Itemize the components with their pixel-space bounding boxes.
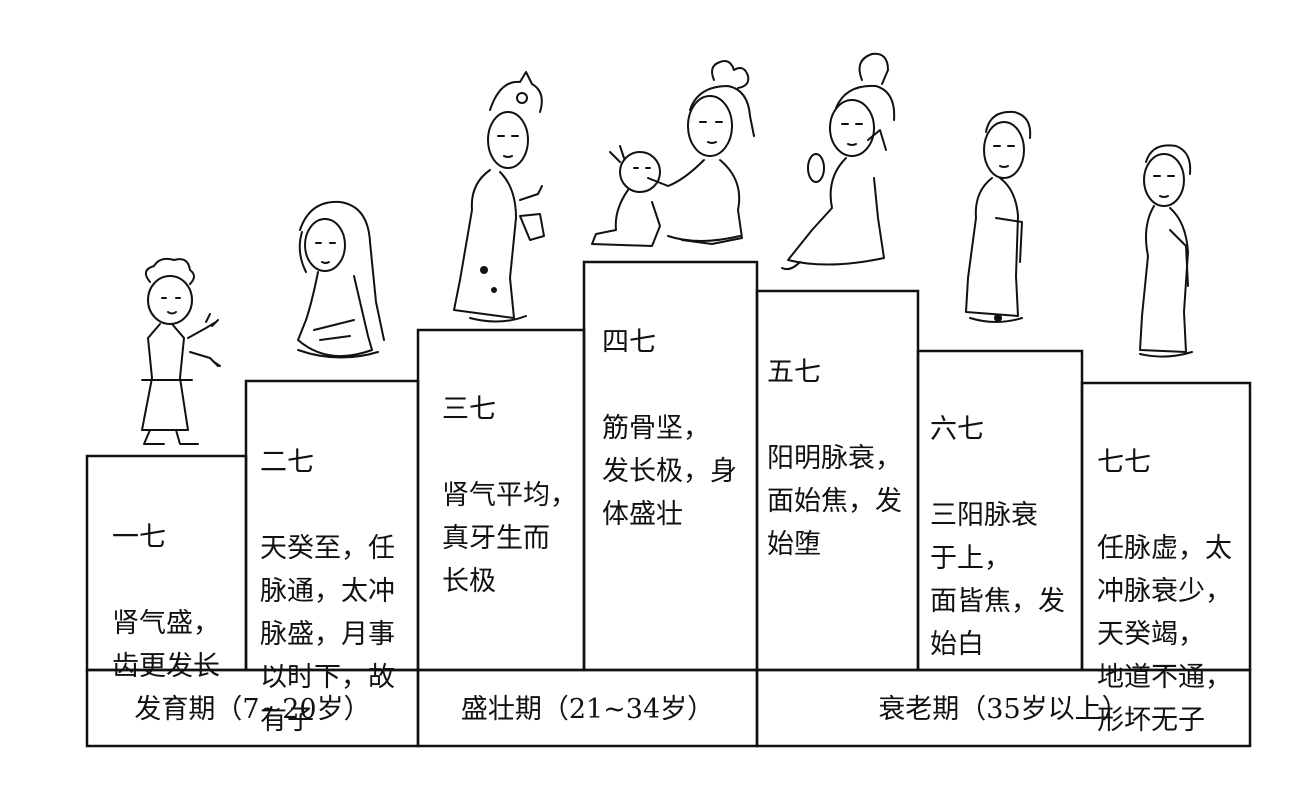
stage-7-description: 任脉虚，太 冲脉衰少， 天癸竭， 地道不通， 形坏无子 — [1097, 533, 1232, 736]
stage-3-title: 三七 — [442, 394, 496, 425]
stage-2-description: 天癸至，任 脉通，太冲 脉盛，月事 以时下，故 有子 — [260, 533, 395, 736]
staircase-diagram: 一七 肾气盛， 齿更发长 二七 天癸至，任 脉通，太冲 脉盛，月事 以时下，故 … — [85, 52, 1252, 748]
stage-1-description: 肾气盛， 齿更发长 — [112, 608, 220, 682]
period-2-label: 盛壮期（21~34岁） — [460, 694, 715, 725]
stage-7-text: 七七 任脉虚，太 冲脉衰少， 天癸竭， 地道不通， 形坏无子 — [1097, 398, 1249, 785]
stage-6-text: 六七 三阳脉衰 于上， 面皆焦，发 始白 — [930, 365, 1080, 709]
stage-4-text: 四七 筋骨坚， 发长极，身 体盛壮 — [602, 278, 756, 579]
period-1-label: 发育期（7~20岁） — [134, 694, 371, 725]
stage-5-description: 阳明脉衰， 面始焦，发 始堕 — [767, 443, 902, 560]
stage-6-description: 三阳脉衰 于上， 面皆焦，发 始白 — [930, 500, 1065, 660]
stage-6-title: 六七 — [930, 414, 984, 445]
child-figure-illustration — [141, 257, 221, 445]
stage-3-description: 肾气平均， 真牙生而 长极 — [442, 480, 577, 597]
standing-older-woman-illustration — [965, 110, 1032, 323]
stage-7-title: 七七 — [1097, 447, 1151, 478]
stage-1-title: 一七 — [112, 522, 166, 553]
stage-5-text: 五七 阳明脉衰， 面始焦，发 始堕 — [767, 308, 917, 609]
mother-and-child-illustration — [591, 60, 755, 247]
staircase-outline — [85, 52, 1252, 748]
standing-woman-illustration — [453, 71, 545, 323]
stage-2-title: 二七 — [260, 447, 314, 478]
stage-1-text: 一七 肾气盛， 齿更发长 — [112, 473, 242, 731]
period-3-label: 衰老期（35岁以上） — [878, 694, 1129, 725]
kneeling-woman-mirror-illustration — [781, 52, 896, 271]
stage-3-text: 三七 肾气平均， 真牙生而 长极 — [442, 345, 582, 646]
stage-4-title: 四七 — [602, 327, 656, 358]
stage-2-text: 二七 天癸至，任 脉通，太冲 脉盛，月事 以时下，故 有子 — [260, 398, 416, 785]
seated-girl-illustration — [297, 200, 385, 359]
stage-5-title: 五七 — [767, 357, 821, 388]
stage-4-description: 筋骨坚， 发长极，身 体盛壮 — [602, 413, 737, 530]
aged-woman-illustration — [1139, 144, 1193, 358]
period-box-3 — [755, 668, 1252, 748]
